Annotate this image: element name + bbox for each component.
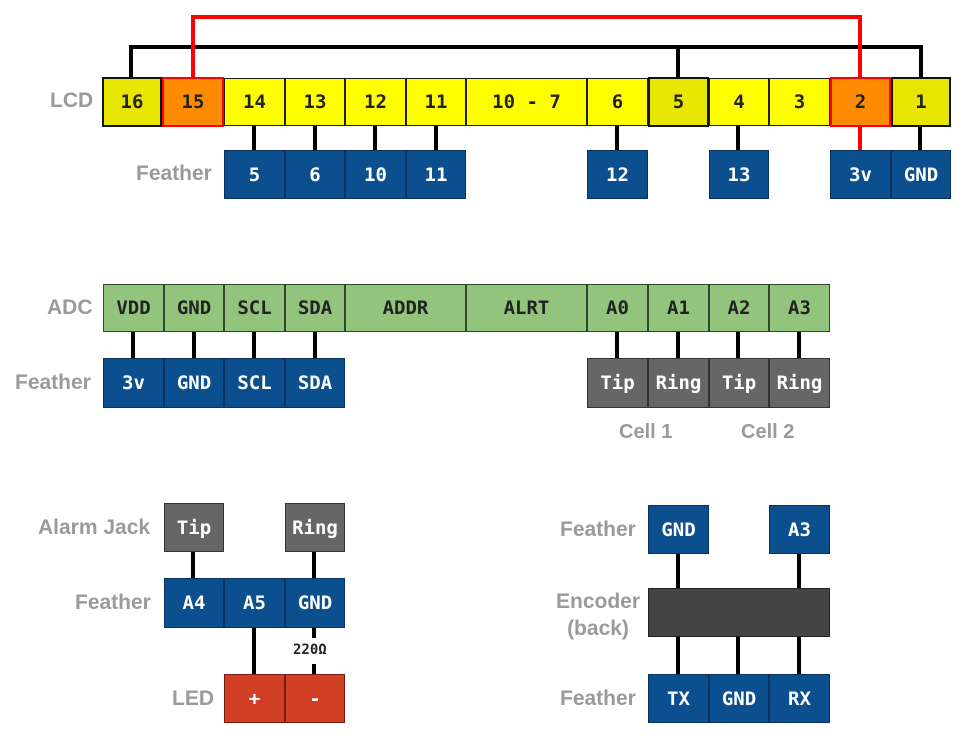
alarm-jack-label: Alarm Jack: [38, 516, 151, 539]
led-label: LED: [172, 687, 214, 710]
adc-label: ADC: [47, 296, 93, 319]
encoder-feather-top-label: Feather: [560, 518, 636, 541]
adc-pin-alrt: ALRT: [466, 284, 587, 332]
lcd-pin-14: 14: [224, 78, 285, 126]
lcd-feather-pin-11: 11: [406, 150, 466, 199]
lcd-feather-pin-10: 10: [345, 150, 406, 199]
resistor-label: 220Ω: [293, 642, 327, 658]
lcd-feather-pin-5: 5: [224, 150, 285, 199]
lcd-feather-pin-13: 13: [709, 150, 769, 199]
lcd-pin-5: 5: [648, 77, 709, 127]
alarm-feather-pin-a5: A5: [224, 578, 285, 628]
adc-feather-pin-3v: 3v: [103, 358, 164, 408]
encoder-label-line2: (back): [567, 617, 629, 640]
lcd-pin-12: 12: [345, 78, 406, 126]
encoder-bottom-pin-gnd: GND: [709, 674, 769, 723]
lcd-feather-pin-12: 12: [587, 150, 648, 199]
cell2-ring-pin: Ring: [769, 358, 830, 408]
lcd-label: LCD: [50, 89, 94, 112]
adc-pin-addr: ADDR: [345, 284, 466, 332]
lcd-feather-pin-gnd: GND: [891, 150, 951, 199]
alarm-jack-tip-pin: Tip: [164, 503, 224, 552]
lcd-pin-6: 6: [587, 78, 648, 126]
lcd-gnd-bus-wire: [129, 45, 923, 78]
adc-feather-pin-gnd: GND: [164, 358, 224, 408]
adc-feather-pin-sda: SDA: [285, 358, 345, 408]
cell2-label: Cell 2: [741, 421, 795, 443]
led-plus-pin: +: [224, 674, 285, 723]
alarm-feather-label: Feather: [75, 591, 151, 614]
adc-pin-a1: A1: [648, 284, 709, 332]
adc-pin-gnd: GND: [164, 284, 224, 332]
lcd-feather-label: Feather: [136, 162, 212, 185]
encoder-label-line1: Encoder: [555, 590, 641, 613]
encoder-label: Encoder (back): [548, 588, 648, 642]
encoder-bottom-pin-tx: TX: [648, 674, 709, 723]
lcd-pin-1: 1: [891, 77, 951, 127]
lcd-pin-2: 2: [830, 77, 891, 127]
lcd-pin-10-7: 10 - 7: [466, 78, 587, 126]
encoder-feather-bottom-label: Feather: [560, 687, 636, 710]
encoder-top-pin-a3: A3: [769, 505, 830, 554]
encoder-body: [648, 588, 830, 637]
adc-pin-a2: A2: [709, 284, 769, 332]
adc-pin-a3: A3: [769, 284, 830, 332]
alarm-feather-pin-gnd: GND: [285, 578, 345, 628]
cell1-tip-pin: Tip: [587, 358, 648, 408]
cell2-tip-pin: Tip: [709, 358, 769, 408]
lcd-pin-11: 11: [406, 78, 466, 126]
adc-pin-vdd: VDD: [103, 284, 164, 332]
adc-feather-pin-scl: SCL: [224, 358, 285, 408]
encoder-top-pin-gnd: GND: [648, 505, 709, 554]
lcd-pin-4: 4: [709, 78, 769, 126]
adc-pin-scl: SCL: [224, 284, 285, 332]
cell1-ring-pin: Ring: [648, 358, 709, 408]
lcd-feather-pin-6: 6: [285, 150, 345, 199]
lcd-pin-13: 13: [285, 78, 345, 126]
led-minus-pin: -: [285, 674, 345, 723]
encoder-bottom-pin-rx: RX: [769, 674, 830, 723]
lcd-feather-pin-3v: 3v: [830, 150, 891, 199]
lcd-power-wire: [191, 15, 862, 78]
alarm-jack-ring-pin: Ring: [285, 503, 345, 552]
adc-pin-sda: SDA: [285, 284, 345, 332]
cell1-label: Cell 1: [619, 421, 673, 443]
lcd-pin-3: 3: [769, 78, 830, 126]
lcd-pin-15: 15: [162, 77, 224, 127]
alarm-feather-pin-a4: A4: [164, 578, 224, 628]
adc-pin-a0: A0: [587, 284, 648, 332]
adc-feather-label: Feather: [15, 371, 91, 394]
lcd-pin-16: 16: [102, 77, 162, 127]
